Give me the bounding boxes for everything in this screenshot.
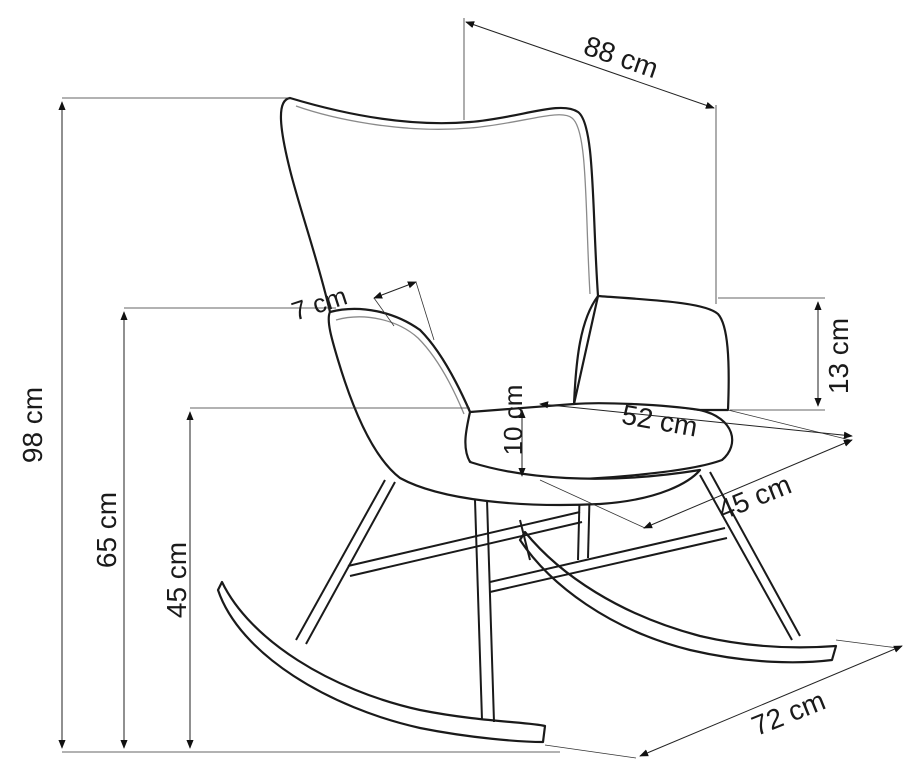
dim-arrow-45-depth [643, 439, 853, 529]
left-rocker [216, 580, 547, 744]
dim-arrow-7-ext-a [415, 281, 435, 341]
left-armrest-inner-line [335, 316, 465, 415]
label-seat-45: 45 cm [713, 469, 795, 526]
chair-drawing [216, 96, 838, 744]
label-height-65: 65 cm [91, 492, 122, 568]
chair-back-inner-line [295, 105, 591, 295]
label-armrest-13: 13 cm [823, 318, 854, 394]
dim-arrow-7-ext-b [373, 297, 395, 327]
label-depth-72: 72 cm [747, 685, 829, 742]
label-cushion-10: 10 cm [498, 385, 528, 456]
dim-arrow-7 [373, 281, 417, 299]
label-height-98: 98 cm [17, 387, 48, 463]
right-rocker [518, 530, 838, 664]
chair-back-shell [279, 96, 600, 414]
dim-arrow-72 [639, 645, 903, 757]
right-armrest [572, 294, 730, 412]
label-height-45: 45 cm [161, 542, 192, 618]
dimension-arrows [58, 21, 903, 757]
dim-arrow-52 [539, 401, 853, 439]
dim-arrow-88 [465, 21, 715, 109]
